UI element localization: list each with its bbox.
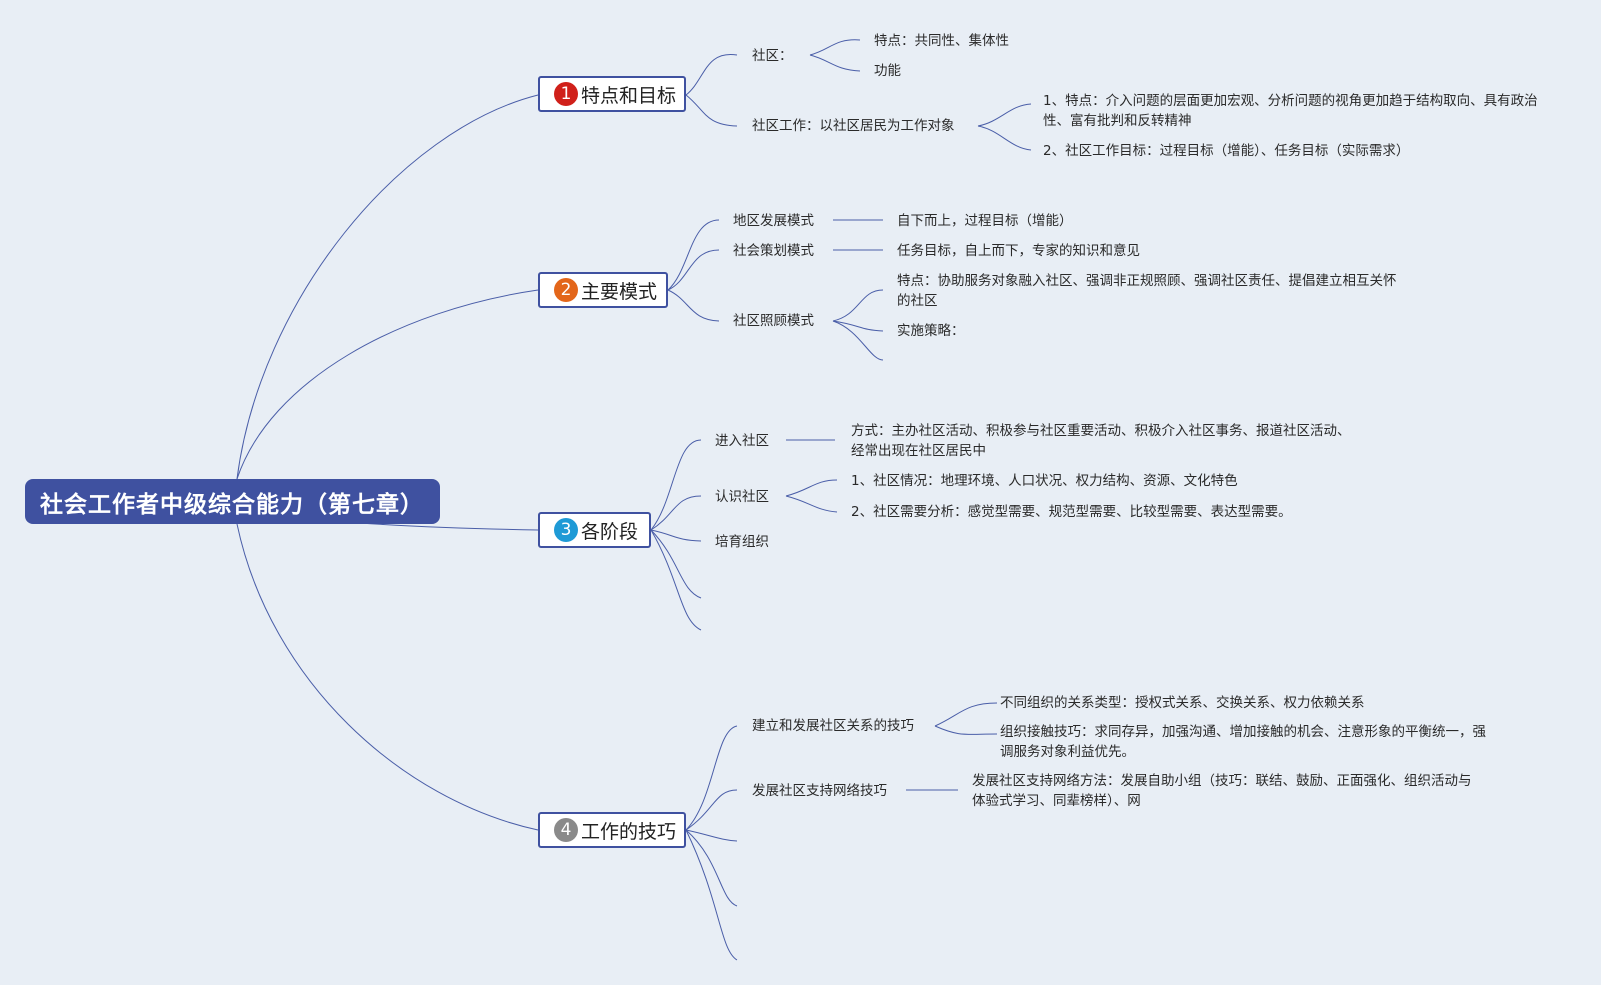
- branch-label: 主要模式: [581, 280, 658, 303]
- node-work-goal[interactable]: 2、社区工作目标：过程目标（增能）、任务目标（实际需求）: [1043, 143, 1410, 159]
- number-badge-4-icon: 4: [554, 818, 578, 842]
- root-topic[interactable]: 社会工作者中级综合能力（第七章）: [25, 479, 440, 524]
- node-locality-detail[interactable]: 自下而上，过程目标（增能）: [897, 213, 1073, 229]
- branch-work-skills[interactable]: 4 工作的技巧: [538, 812, 686, 848]
- node-relationship-skills[interactable]: 建立和发展社区关系的技巧: [752, 718, 914, 734]
- node-enter-detail[interactable]: 方式：主办社区活动、积极参与社区重要活动、积极介入社区事务、报道社区活动、经常出…: [851, 423, 1351, 459]
- node-community[interactable]: 社区：: [752, 48, 793, 64]
- node-know-community[interactable]: 认识社区: [715, 489, 769, 505]
- node-community-feature[interactable]: 特点：共同性、集体性: [874, 33, 1009, 49]
- node-community-function[interactable]: 功能: [874, 63, 901, 79]
- number-badge-2-icon: 2: [554, 278, 578, 302]
- branch-stages[interactable]: 3 各阶段: [538, 512, 651, 548]
- node-contact-skills[interactable]: 组织接触技巧：求同存异，加强沟通、增加接触的机会、注意形象的平衡统一，强调服务对…: [1000, 724, 1486, 760]
- node-support-network-method[interactable]: 发展社区支持网络方法：发展自助小组（技巧：联结、鼓励、正面强化、组织活动与体验式…: [972, 773, 1472, 809]
- node-locality-development[interactable]: 地区发展模式: [733, 213, 814, 229]
- number-badge-3-icon: 3: [554, 518, 578, 542]
- branch-main-modes[interactable]: 2 主要模式: [538, 272, 668, 308]
- node-enter-community[interactable]: 进入社区: [715, 433, 769, 449]
- node-community-work[interactable]: 社区工作：以社区居民为工作对象: [752, 118, 955, 134]
- branch-label: 各阶段: [581, 520, 639, 543]
- branch-features-goals[interactable]: 1 特点和目标: [538, 76, 686, 112]
- number-badge-1-icon: 1: [554, 82, 578, 106]
- node-cultivate-organization[interactable]: 培育组织: [715, 534, 769, 550]
- node-support-network-skills[interactable]: 发展社区支持网络技巧: [752, 783, 887, 799]
- node-community-needs[interactable]: 2、社区需要分析：感觉型需要、规范型需要、比较型需要、表达型需要。: [851, 504, 1292, 520]
- node-community-care[interactable]: 社区照顾模式: [733, 313, 814, 329]
- node-care-strategy[interactable]: 实施策略：: [897, 323, 965, 339]
- node-relationship-types[interactable]: 不同组织的关系类型：授权式关系、交换关系、权力依赖关系: [1000, 695, 1365, 711]
- node-social-planning[interactable]: 社会策划模式: [733, 243, 814, 259]
- branch-label: 特点和目标: [581, 84, 677, 107]
- branch-label: 工作的技巧: [581, 820, 677, 843]
- node-social-planning-detail[interactable]: 任务目标，自上而下，专家的知识和意见: [897, 243, 1140, 259]
- node-community-situation[interactable]: 1、社区情况：地理环境、人口状况、权力结构、资源、文化特色: [851, 473, 1238, 489]
- node-work-feature[interactable]: 1、特点：介入问题的层面更加宏观、分析问题的视角更加趋于结构取向、具有政治性、富…: [1043, 93, 1538, 129]
- node-care-feature[interactable]: 特点：协助服务对象融入社区、强调非正规照顾、强调社区责任、提倡建立相互关怀的社区: [897, 273, 1397, 309]
